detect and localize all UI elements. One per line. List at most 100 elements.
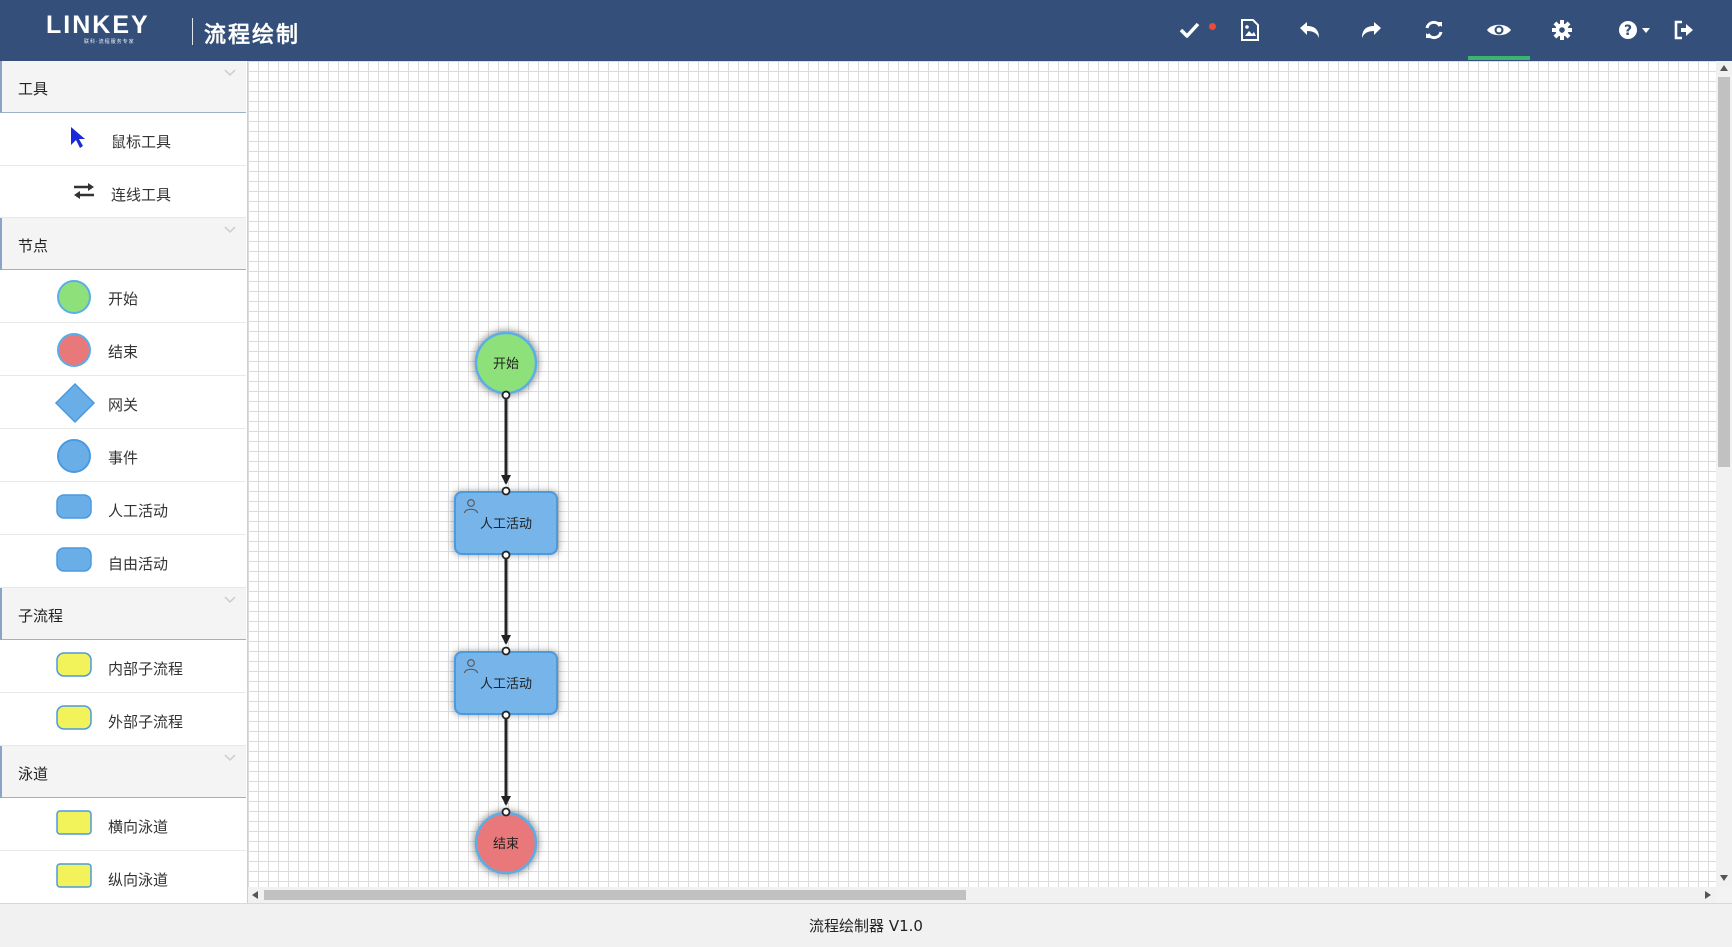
palette-item-label: 横向泳道 — [108, 818, 169, 836]
status-footer: 流程绘制器 V1.0 — [0, 903, 1732, 947]
palette-item-label: 纵向泳道 — [108, 871, 169, 889]
section-nodes-header[interactable]: 节点 — [0, 218, 246, 270]
scroll-right-icon[interactable] — [1705, 891, 1711, 899]
undo-icon — [1300, 22, 1319, 38]
palette-item-internal-subprocess[interactable]: 内部子流程 — [0, 640, 246, 693]
section-subprocess-header[interactable]: 子流程 — [0, 588, 246, 640]
palette-sidebar: 工具 鼠标工具 连线工具 节点 开始 结束 网关 事件 人工活动 自由活动 子流… — [0, 61, 248, 906]
palette-item-manual-activity[interactable]: 人工活动 — [0, 482, 246, 535]
node-label: 结束 — [493, 837, 519, 852]
chevron-down-icon — [224, 69, 236, 77]
user-icon — [463, 659, 479, 674]
section-title: 工具 — [18, 80, 49, 98]
logo-subtext: 联科·流程服务专家 — [84, 39, 135, 45]
palette-item-end[interactable]: 结束 — [0, 323, 246, 376]
start-node[interactable]: 开始 — [473, 330, 539, 400]
validate-button[interactable] — [1167, 10, 1211, 50]
section-title: 泳道 — [18, 765, 49, 783]
node-label: 人工活动 — [480, 677, 532, 692]
external-subprocess-icon — [56, 705, 92, 730]
unsaved-indicator — [1209, 23, 1216, 30]
palette-item-label: 事件 — [108, 449, 139, 467]
logout-button[interactable] — [1662, 10, 1706, 50]
palette-item-external-subprocess[interactable]: 外部子流程 — [0, 693, 246, 746]
chevron-down-icon — [224, 226, 236, 234]
palette-item-label: 内部子流程 — [108, 660, 184, 678]
redo-icon — [1362, 22, 1381, 38]
palette-item-label: 结束 — [108, 343, 139, 361]
connection-port[interactable] — [501, 486, 511, 496]
palette-item-start[interactable]: 开始 — [0, 270, 246, 323]
palette-item-horizontal-lane[interactable]: 横向泳道 — [0, 798, 246, 851]
manual-activity-icon — [56, 494, 92, 519]
connection-port[interactable] — [501, 550, 511, 560]
footer-version-text: 流程绘制器 V1.0 — [809, 917, 923, 935]
connection-port[interactable] — [501, 390, 511, 400]
scroll-down-icon[interactable] — [1720, 875, 1728, 881]
gear-icon — [1552, 20, 1572, 40]
active-tool-indicator — [1468, 56, 1530, 60]
chevron-down-icon — [224, 754, 236, 762]
palette-item-label: 开始 — [108, 290, 139, 308]
connection-port[interactable] — [501, 646, 511, 656]
app-title: 流程绘制 — [204, 23, 301, 48]
palette-item-label: 鼠标工具 — [111, 133, 172, 151]
diagram-canvas[interactable]: 开始 人工活动 人工活动 — [248, 61, 1716, 887]
manual-activity-node[interactable]: 人工活动 — [453, 486, 559, 560]
vertical-lane-icon — [56, 863, 92, 888]
connection-port[interactable] — [501, 710, 511, 720]
check-icon — [1179, 22, 1200, 38]
manual-activity-node[interactable]: 人工活动 — [453, 646, 559, 720]
palette-item-label: 人工活动 — [108, 502, 169, 520]
scroll-left-icon[interactable] — [252, 891, 258, 899]
free-activity-icon — [56, 547, 92, 572]
redo-button[interactable] — [1349, 10, 1393, 50]
cursor-icon — [71, 127, 85, 148]
user-icon — [463, 499, 479, 514]
preview-button[interactable] — [1477, 10, 1521, 50]
section-tools-header[interactable]: 工具 — [0, 61, 246, 113]
settings-button[interactable] — [1540, 10, 1584, 50]
node-label: 人工活动 — [480, 517, 532, 532]
palette-item-label: 外部子流程 — [108, 713, 184, 731]
palette-item-label: 自由活动 — [108, 555, 169, 573]
svg-text:?: ? — [1624, 23, 1632, 39]
eye-icon — [1487, 24, 1511, 36]
palette-item-free-activity[interactable]: 自由活动 — [0, 535, 246, 588]
refresh-icon — [1425, 20, 1443, 40]
undo-button[interactable] — [1288, 10, 1332, 50]
refresh-button[interactable] — [1412, 10, 1456, 50]
export-image-button[interactable] — [1228, 10, 1272, 50]
logo-text: LINKEY — [46, 11, 150, 39]
vertical-scrollbar[interactable] — [1716, 61, 1732, 887]
exchange-icon — [74, 183, 94, 199]
connection-port[interactable] — [501, 807, 511, 817]
palette-item-connect-tool[interactable]: 连线工具 — [0, 166, 246, 218]
chevron-down-icon — [224, 596, 236, 604]
internal-subprocess-icon — [56, 652, 92, 677]
image-file-icon — [1241, 19, 1259, 41]
scroll-up-icon[interactable] — [1720, 65, 1728, 71]
app-header: LINKEY 联科·流程服务专家 流程绘制 ? — [0, 0, 1732, 61]
horizontal-scrollbar[interactable] — [248, 887, 1716, 903]
palette-item-label: 网关 — [108, 396, 139, 414]
node-label: 开始 — [493, 357, 519, 372]
sign-out-icon — [1674, 20, 1693, 40]
palette-item-vertical-lane[interactable]: 纵向泳道 — [0, 851, 246, 904]
section-title: 子流程 — [18, 607, 64, 625]
palette-item-label: 连线工具 — [111, 186, 172, 204]
start-node-icon — [57, 280, 91, 314]
palette-item-mouse-tool[interactable]: 鼠标工具 — [0, 113, 246, 166]
palette-item-event[interactable]: 事件 — [0, 429, 246, 482]
event-node-icon — [57, 439, 91, 473]
diagram-svg: 开始 人工活动 人工活动 — [453, 330, 559, 877]
help-button[interactable]: ? — [1610, 10, 1660, 50]
logo: LINKEY 联科·流程服务专家 — [46, 12, 150, 46]
section-title: 节点 — [18, 237, 49, 255]
end-node[interactable]: 结束 — [473, 807, 539, 877]
palette-item-gateway[interactable]: 网关 — [0, 376, 246, 429]
vertical-scroll-thumb[interactable] — [1718, 77, 1730, 467]
section-lanes-header[interactable]: 泳道 — [0, 746, 246, 798]
horizontal-scroll-thumb[interactable] — [264, 890, 966, 900]
end-node-icon — [57, 333, 91, 367]
